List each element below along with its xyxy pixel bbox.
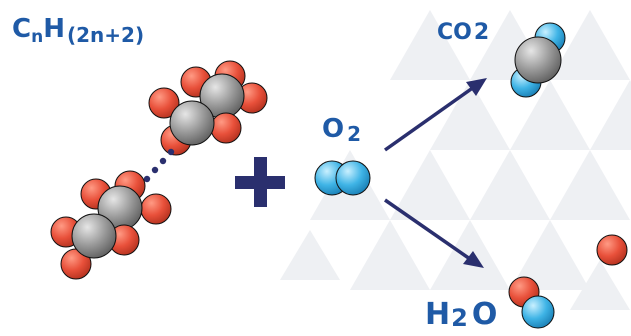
reaction-arrow-icon bbox=[384, 198, 484, 268]
oxygen-atom bbox=[335, 160, 371, 196]
oxygen-atom bbox=[521, 295, 555, 329]
hydrogen-atom bbox=[140, 193, 172, 225]
water-subscript: 2 bbox=[451, 304, 468, 332]
hydrocarbon-formula-label: CnH(2n+2) bbox=[12, 16, 144, 46]
hydrogen-atom bbox=[148, 87, 180, 119]
carbon-atom bbox=[169, 100, 215, 146]
plus-sign-icon bbox=[235, 157, 285, 207]
oxygen-subscript: 2 bbox=[347, 122, 362, 146]
water-oxygen: O bbox=[471, 297, 498, 332]
carbon-dioxide-label: CO2 bbox=[437, 22, 489, 44]
reaction-arrow-icon bbox=[383, 78, 487, 152]
water-molecule bbox=[508, 234, 628, 329]
water-hydrogen: H bbox=[425, 297, 451, 332]
formula-carbon: C bbox=[12, 14, 32, 44]
carbon-atom bbox=[71, 213, 117, 259]
co2-symbol: CO bbox=[437, 20, 472, 45]
background-pattern bbox=[280, 10, 631, 310]
hydrocarbon-upper-molecule bbox=[148, 60, 268, 156]
co2-subscript: 2 bbox=[473, 20, 490, 45]
hydrocarbon-lower-molecule bbox=[50, 170, 172, 280]
carbon-dioxide-molecule bbox=[510, 22, 566, 98]
oxygen-molecule bbox=[314, 160, 371, 196]
formula-hydrogen: H bbox=[43, 14, 65, 44]
formula-hydrogen-subscript: (2n+2) bbox=[66, 23, 145, 47]
chain-continuation-dots-icon bbox=[143, 148, 175, 183]
formula-n-subscript: n bbox=[31, 27, 44, 47]
oxygen-symbol: O bbox=[322, 114, 345, 144]
carbon-atom bbox=[514, 36, 562, 84]
hydrogen-atom bbox=[596, 234, 628, 266]
hydrogen-atom bbox=[210, 112, 242, 144]
